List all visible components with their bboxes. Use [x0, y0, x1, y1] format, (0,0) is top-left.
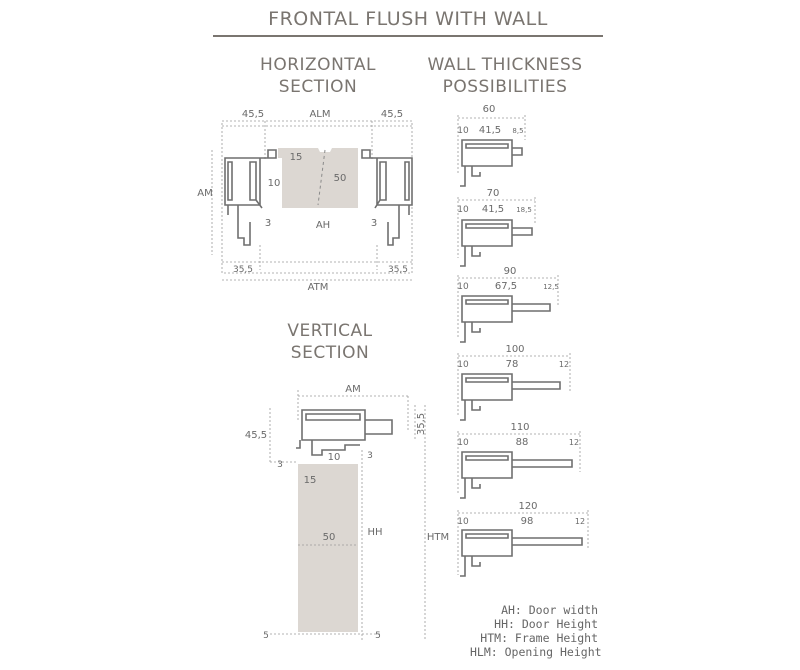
profile-total: 100: [505, 344, 524, 355]
h-dim-ah: AH: [316, 220, 330, 231]
wall-profile-2: 70 10 41,5 18,5: [457, 188, 536, 267]
page-title: FRONTAL FLUSH WITH WALL: [268, 8, 548, 30]
horizontal-section-title-line1: HORIZONTAL: [260, 55, 376, 75]
profile-mid: 41,5: [479, 125, 501, 136]
profile-mid: 78: [506, 359, 519, 370]
h-dim-10: 10: [268, 178, 281, 189]
profile-right: 12: [575, 517, 585, 526]
v-dim-10: 10: [328, 452, 341, 463]
profile-left: 10: [457, 282, 469, 292]
h-dim-bottom-right: 35,5: [388, 265, 408, 275]
profile-total: 120: [518, 501, 537, 512]
profile-mid: 88: [516, 437, 529, 448]
horizontal-section-title: HORIZONTAL SECTION: [238, 54, 398, 98]
v-dim-3b: 3: [367, 451, 373, 461]
h-dim-top-left: 45,5: [242, 109, 264, 120]
v-dim-5b: 5: [375, 631, 381, 641]
horizontal-section-title-line2: SECTION: [278, 77, 358, 97]
vertical-section-title: VERTICAL SECTION: [255, 320, 405, 364]
horizontal-section-drawing: 45,5 ALM 45,5 AM 15 10 50 3 AH 3 35,5 35…: [197, 109, 413, 293]
profile-mid: 41,5: [482, 204, 504, 215]
legend: AH: Door width HH: Door Height HTM: Fram…: [470, 603, 602, 659]
profile-right: 12,5: [543, 283, 559, 291]
wall-thickness-title-line1: WALL THICKNESS: [427, 55, 583, 75]
h-dim-50: 50: [334, 173, 347, 184]
v-dim-5a: 5: [263, 631, 269, 641]
h-dim-3-left: 3: [265, 218, 271, 229]
h-dim-bottom-left: 35,5: [233, 265, 253, 275]
profile-left: 10: [457, 126, 469, 136]
horizontal-right-profile: [361, 149, 413, 246]
profile-right: 12: [569, 438, 579, 447]
profile-left: 10: [457, 205, 469, 215]
h-dim-atm: ATM: [308, 282, 329, 293]
profile-left: 10: [457, 517, 469, 527]
wall-thickness-title-line2: POSSIBILITIES: [442, 77, 568, 97]
horizontal-door-leaf: [278, 148, 358, 208]
legend-hh: HH: Door Height: [494, 617, 598, 631]
h-dim-top-right: 45,5: [381, 109, 403, 120]
horizontal-left-profile: [224, 149, 277, 246]
profile-right: 12: [559, 360, 569, 369]
v-dim-3a: 3: [277, 460, 283, 470]
legend-ah: AH: Door width: [501, 603, 598, 617]
profile-left: 10: [457, 438, 469, 448]
v-dim-htm: HTM: [427, 532, 449, 543]
wall-profile-1: 60 10 41,5 8,5: [457, 104, 526, 187]
h-dim-top-mid: ALM: [309, 109, 330, 120]
profile-mid: 67,5: [495, 281, 517, 292]
wall-thickness-title: WALL THICKNESS POSSIBILITIES: [420, 54, 590, 98]
wall-profile-3: 90 10 67,5 12,5: [457, 266, 559, 343]
wall-profile-5: 110 10 88 12: [457, 422, 581, 499]
vertical-profile: [296, 409, 393, 456]
profile-mid: 98: [521, 516, 534, 527]
vertical-door-leaf: [298, 464, 358, 632]
profile-total: 70: [487, 188, 500, 199]
v-dim-hh: HH: [367, 527, 382, 538]
profile-total: 60: [483, 104, 496, 115]
v-dim-35: 35,5: [416, 413, 427, 435]
v-dim-50: 50: [323, 532, 336, 543]
legend-htm: HTM: Frame Height: [480, 631, 598, 645]
profile-left: 10: [457, 360, 469, 370]
profile-right: 8,5: [512, 127, 523, 135]
h-dim-3-right: 3: [371, 218, 377, 229]
v-dim-am: AM: [345, 384, 360, 395]
vertical-section-title-line1: VERTICAL: [287, 321, 373, 341]
profile-total: 110: [510, 422, 529, 433]
title-rule: [213, 35, 603, 37]
wall-profile-6: 120 10 98 12: [457, 501, 589, 577]
h-dim-15: 15: [290, 152, 303, 163]
vertical-section-drawing: AM 45,5 35,5 3 10 3 15 50 HH HTM 5 5: [245, 384, 449, 641]
profile-right: 18,5: [516, 206, 532, 214]
v-dim-15: 15: [304, 475, 317, 486]
h-dim-side: AM: [197, 188, 212, 199]
vertical-section-title-line2: SECTION: [290, 343, 370, 363]
v-dim-45: 45,5: [245, 430, 267, 441]
profile-total: 90: [504, 266, 517, 277]
wall-profile-4: 100 10 78 12: [457, 344, 571, 421]
legend-hlm: HLM: Opening Height: [470, 645, 602, 659]
